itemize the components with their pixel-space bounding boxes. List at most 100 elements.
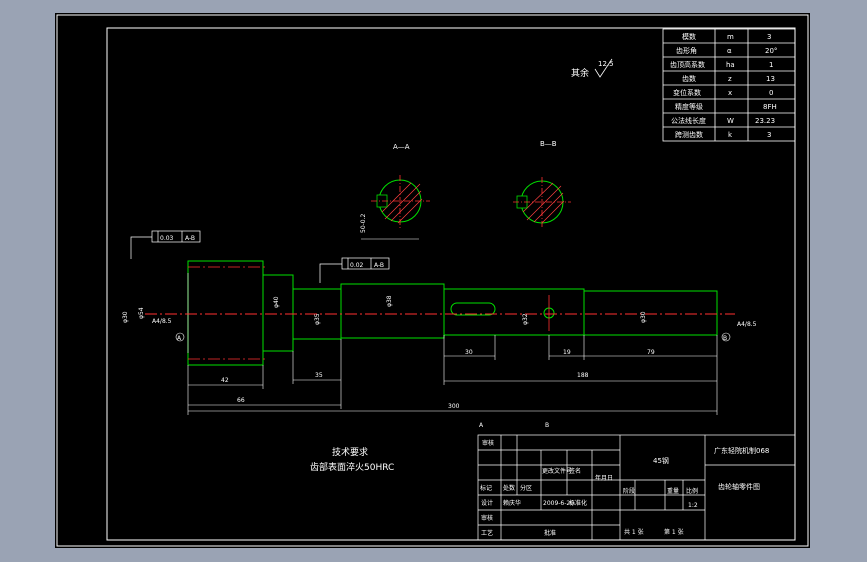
drawing-canvas[interactable]: 模数 m 3 齿形角 α 20° 齿顶高系数 ha 1 齿数 z 13 变位系数…: [55, 13, 810, 548]
section-marker-a: A: [479, 422, 484, 429]
dim-d-key: φ32: [522, 313, 529, 325]
param-value: 13: [766, 75, 775, 83]
shaft-segment-left: [187, 260, 264, 366]
dim-key-len: 30: [465, 349, 473, 356]
param-name: 变位系数: [673, 88, 701, 97]
dim-hole-len: 19: [563, 349, 571, 356]
param-symbol: ha: [726, 61, 735, 69]
tb-sheet-no: 第 1 张: [664, 528, 684, 536]
param-name: 模数: [682, 32, 696, 41]
dim-d-wide: φ38: [386, 295, 393, 307]
tb-count: 处数: [503, 484, 515, 492]
dim-len-66: 66: [237, 397, 245, 404]
roughness-symbol-icon: [594, 58, 613, 78]
roughness-label: 其余: [571, 67, 589, 79]
title-block: [477, 434, 796, 541]
section-a-label: A—A: [393, 143, 410, 151]
drawing-svg: 模数 m 3 齿形角 α 20° 齿顶高系数 ha 1 齿数 z 13 变位系数…: [56, 14, 809, 547]
datum-markers: A B: [175, 332, 731, 342]
roughness-note: 其余 12.5: [571, 58, 614, 79]
shaft: [187, 260, 718, 366]
param-value: 1: [769, 61, 773, 69]
tb-material: 45钢: [653, 456, 669, 465]
datum-a-icon: [175, 332, 185, 342]
tolerance-left-datum: A-B: [185, 235, 195, 242]
tb-designer: 赖庆华: [503, 499, 521, 507]
tb-date: 年月日: [595, 474, 613, 482]
tb-zone: 分区: [520, 484, 532, 492]
tech-req-title: 技术要求: [332, 446, 368, 458]
param-symbol: k: [728, 131, 733, 139]
outer-frame: [56, 14, 809, 547]
dim-len-188: 188: [577, 372, 589, 379]
param-symbol: z: [728, 75, 732, 83]
shaft-segment-right: [583, 290, 718, 336]
dim-d-right: φ30: [640, 311, 647, 323]
param-value: 3: [767, 131, 771, 139]
tb-designer-label: 设计: [481, 499, 493, 507]
param-value: 3: [767, 33, 771, 41]
param-name: 齿数: [682, 74, 696, 83]
tb-check: 审核: [481, 514, 493, 522]
dim-len-300: 300: [448, 403, 460, 410]
title-block-text: 审核 标记 处数 分区 更改文件号 签名 年月日 设计 赖庆华 2009-6-2…: [480, 439, 769, 537]
shaft-segment-key: [443, 288, 585, 336]
tolerance-frame-left: [130, 230, 201, 259]
dim-d-mid: φ35: [314, 313, 321, 325]
tb-check-top: 审核: [482, 439, 494, 447]
param-symbol: α: [727, 47, 732, 55]
datum-a-label: A: [177, 335, 182, 342]
datum-b-label: B: [723, 335, 727, 342]
dim-d-step: φ40: [273, 296, 280, 308]
tb-process: 工艺: [481, 529, 493, 537]
param-name: 公法线长度: [671, 116, 706, 125]
param-symbol: W: [727, 117, 734, 125]
tb-sheet-total: 共 1 张: [624, 528, 644, 536]
dim-right-len: 79: [647, 349, 655, 356]
tb-design-date: 2009-6-20: [543, 500, 574, 507]
dim-d-left: φ54: [138, 307, 145, 319]
param-symbol: x: [728, 89, 732, 97]
tb-company: 广东轻院机制068: [714, 446, 769, 455]
param-value: 23.23: [755, 117, 775, 125]
dimension-text: φ30 φ54 φ40 φ35 φ38 φ32 φ30 30 19 79 42 …: [122, 295, 757, 429]
tb-sign: 签名: [569, 467, 581, 475]
tolerance-mid-datum: A-B: [374, 262, 384, 269]
tech-req-line1: 齿部表面淬火50HRC: [310, 461, 394, 473]
datum-b-icon: [721, 332, 731, 342]
section-b-label: B—B: [540, 140, 557, 148]
tolerance-frame-mid: [319, 257, 390, 283]
svg-text:50-0.2: 50-0.2: [360, 213, 367, 233]
tech-requirements: 技术要求 齿部表面淬火50HRC: [310, 446, 394, 473]
tb-scale-label: 比例: [686, 487, 698, 495]
param-value: 8FH: [763, 103, 777, 111]
dimension-lines: [187, 335, 718, 415]
param-name: 齿形角: [676, 46, 697, 55]
param-value: 20°: [765, 47, 777, 55]
tb-approve: 批准: [544, 529, 556, 537]
tolerance-left-value: 0.03: [160, 235, 174, 242]
section-a: A—A 50-0.2: [360, 143, 430, 240]
tb-doc-no: 更改文件号: [542, 467, 572, 475]
tolerance-mid-value: 0.02: [350, 262, 364, 269]
tb-scale-value: 1:2: [688, 502, 698, 509]
chamfer-left: A4/8.5: [152, 318, 172, 325]
dim-d-left-outer: φ30: [122, 311, 129, 323]
section-b: B—B: [513, 140, 571, 227]
inner-frame: [106, 27, 796, 541]
keyway: [450, 302, 496, 316]
parameter-table-text: 模数 m 3 齿形角 α 20° 齿顶高系数 ha 1 齿数 z 13 变位系数…: [670, 32, 777, 139]
shaft-segment-wide: [340, 283, 445, 339]
chamfer-right: A4/8.5: [737, 321, 757, 328]
param-symbol: m: [727, 33, 734, 41]
roughness-value: 12.5: [598, 60, 614, 68]
parameter-table: [662, 28, 796, 142]
dim-len-35: 35: [315, 372, 323, 379]
tb-stage: 阶段: [623, 487, 635, 495]
section-marker-b: B: [545, 422, 549, 429]
param-value: 0: [769, 89, 773, 97]
shaft-segment-step: [262, 274, 294, 352]
tb-mark: 标记: [480, 484, 492, 492]
tb-weight: 重量: [667, 487, 679, 495]
